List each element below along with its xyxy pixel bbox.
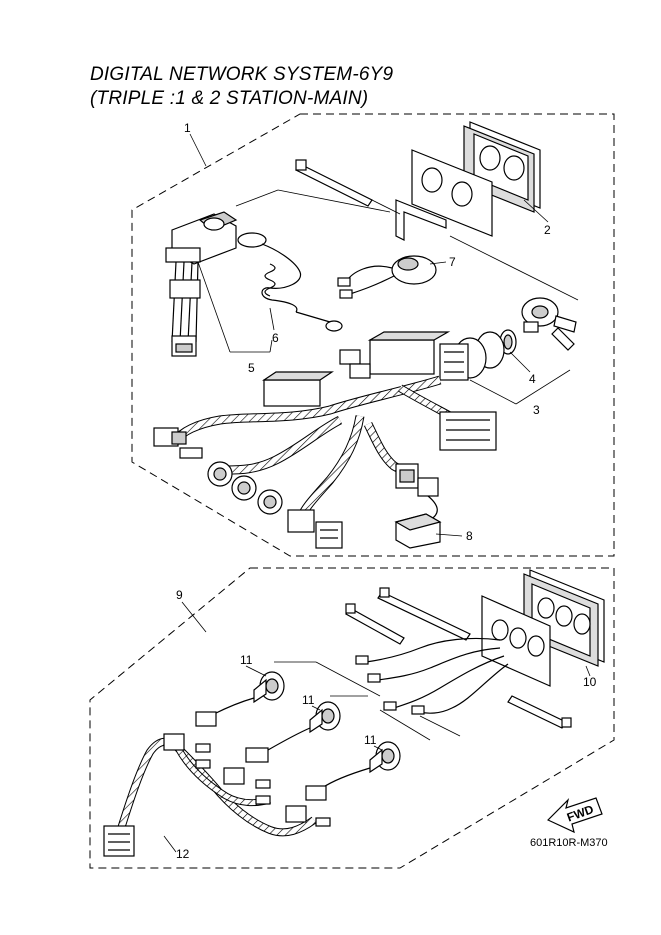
leader-lines-lower: [163, 601, 591, 853]
diagram-subtitle: (TRIPLE :1 & 2 STATION-MAIN): [90, 88, 369, 109]
harness-12-connectors: [103, 733, 331, 857]
callout-11-c: 11: [364, 733, 377, 747]
callout-12: 12: [176, 847, 190, 861]
cable-tie-upper: [295, 159, 373, 207]
callout-5: 5: [248, 361, 255, 375]
connector-part-11-c: [305, 741, 401, 801]
callout-8: 8: [466, 529, 473, 543]
connector-part-11-a: [195, 671, 285, 727]
panel-part-10: [481, 569, 605, 687]
leader-lines-upper: [189, 133, 579, 537]
panel-bracket: [395, 149, 493, 241]
callout-9: 9: [176, 588, 183, 602]
group-1-boundary: [131, 113, 615, 557]
main-switch-part-5: [165, 211, 238, 357]
group-9-boundary: [89, 567, 615, 869]
key-switch: [521, 297, 577, 351]
drawing-code: 601R10R-M370: [530, 837, 608, 849]
diagram-title: DIGITAL NETWORK SYSTEM-6Y9: [90, 64, 394, 85]
callout-11-a: 11: [240, 653, 253, 667]
buzzer-part-7: [337, 255, 437, 299]
fwd-arrow-icon: [546, 797, 603, 834]
harness-connectors: [153, 331, 497, 549]
callout-1: 1: [184, 121, 191, 135]
panel-wires: [355, 637, 509, 715]
connector-part-11-b: [245, 701, 341, 763]
callout-2: 2: [544, 223, 551, 237]
harness-connector-part-3: [439, 331, 505, 381]
callout-7: 7: [449, 255, 456, 269]
callout-4: 4: [529, 372, 536, 386]
callout-6: 6: [272, 331, 279, 345]
terminator-part-8: [394, 477, 442, 549]
lanyard-part-6: [237, 232, 343, 332]
cable-ties-lower: [345, 587, 572, 729]
callout-10: 10: [583, 675, 597, 689]
callout-11-b: 11: [302, 693, 315, 707]
harness-part-12: [116, 737, 317, 837]
callout-3: 3: [533, 403, 540, 417]
